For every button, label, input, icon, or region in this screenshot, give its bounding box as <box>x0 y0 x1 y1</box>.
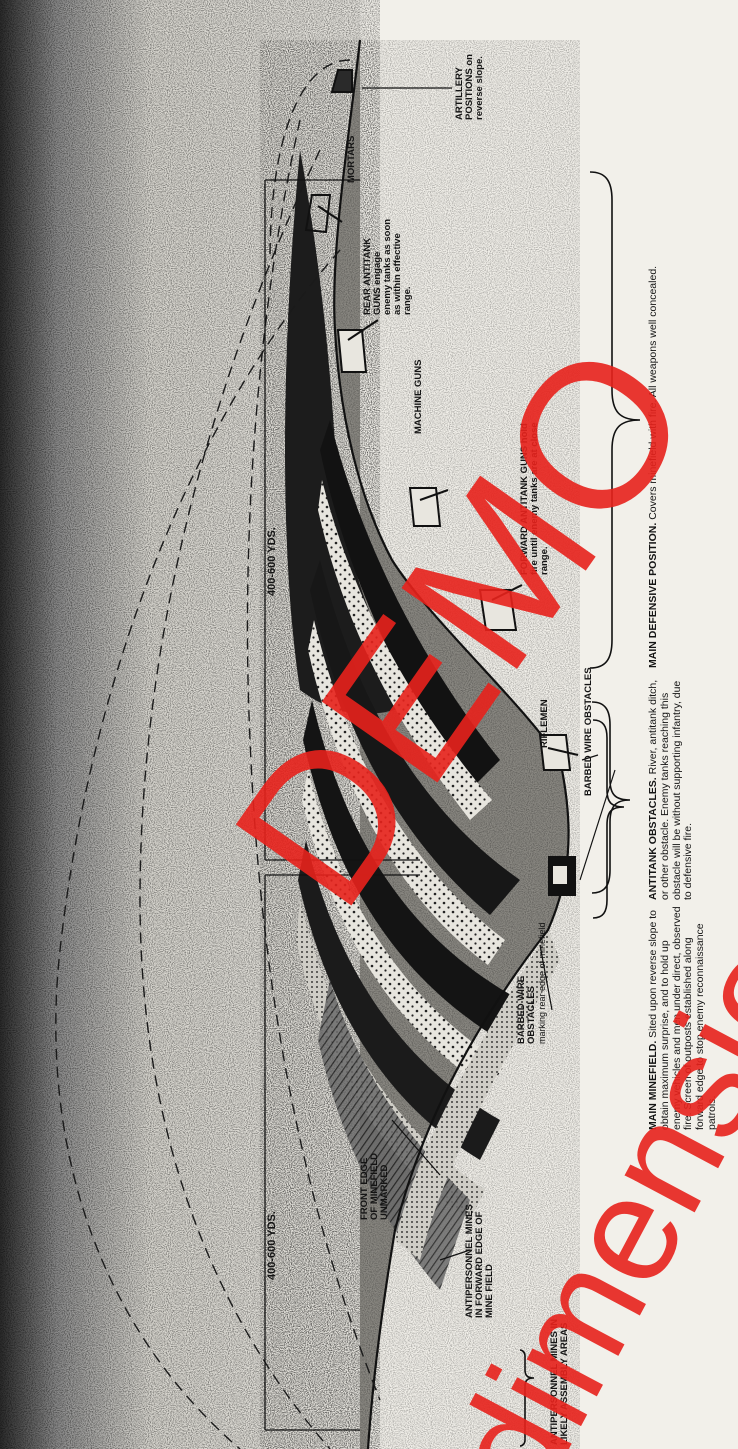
label-front-edge: FRONT EDGE OF MINEFIELD UNMARKED <box>360 1153 390 1220</box>
label-range-left: 400-600 YDS. <box>267 1211 279 1280</box>
label-rear-antitank-guns: REAR ANTITANK GUNS engage enemy tanks as… <box>363 219 413 315</box>
brace-main-minefield <box>592 702 630 893</box>
label-antipersonnel-forward: ANTIPERSONNEL MINES IN FORWARD EDGE OF M… <box>465 1204 495 1318</box>
label-machine-guns: MACHINE GUNS <box>414 360 424 434</box>
label-barbed-wire-marking-title: BARBED WIRE OBSTACLES <box>516 976 537 1044</box>
label-barbed-wire-marking-sub: marking rear edge of minefield <box>537 922 547 1044</box>
label-mortars: MORTARS <box>347 136 357 183</box>
barbed-wire-front <box>548 856 576 896</box>
note-antitank-heading: ANTITANK OBSTACLES. <box>647 777 659 900</box>
note-antitank-obstacles: ANTITANK OBSTACLES. River, antitank ditc… <box>648 670 695 900</box>
label-artillery-positions: ARTILLERY POSITIONS on reverse slope. <box>455 54 485 120</box>
brace-minefield-lower <box>593 720 624 918</box>
label-range-right: 400-600 YDS. <box>267 527 279 596</box>
label-barbed-wire-obstacles: BARBED WIRE OBSTACLES <box>584 667 594 796</box>
label-barbed-wire-marking: BARBED WIRE OBSTACLES marking rear edge … <box>507 922 557 1044</box>
